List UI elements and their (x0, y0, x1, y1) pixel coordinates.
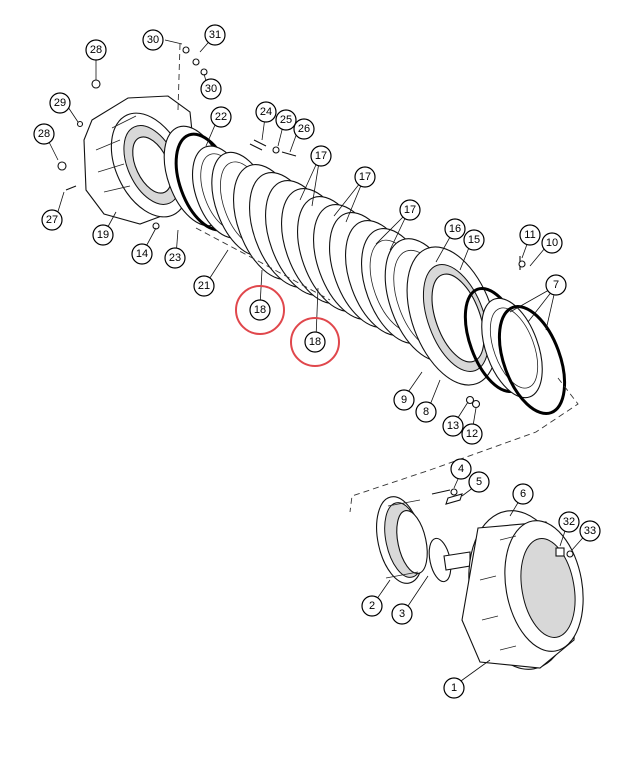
svg-text:25: 25 (280, 114, 292, 126)
callout-10: 10 (541, 232, 563, 254)
callout-24: 24 (255, 101, 277, 123)
svg-text:22: 22 (215, 111, 227, 123)
callout-17: 17 (354, 166, 376, 188)
callout-1: 1 (443, 677, 465, 699)
callout-15: 15 (463, 229, 485, 251)
svg-text:23: 23 (169, 252, 181, 264)
svg-text:11: 11 (524, 229, 535, 241)
callout-23: 23 (164, 247, 186, 269)
carrier-3 (428, 537, 501, 583)
callout-33: 33 (579, 520, 601, 542)
svg-text:12: 12 (466, 428, 478, 440)
svg-text:28: 28 (38, 128, 50, 140)
assembly-path-dash (349, 377, 579, 513)
svg-text:28: 28 (90, 44, 102, 56)
svg-text:8: 8 (423, 406, 429, 418)
callout-17: 17 (310, 145, 332, 167)
housing-19 (83, 95, 197, 225)
svg-text:29: 29 (54, 97, 66, 109)
svg-text:33: 33 (584, 525, 596, 537)
shaft-axis-dash (195, 227, 331, 301)
callout-29: 29 (49, 92, 71, 114)
svg-text:32: 32 (563, 516, 575, 528)
callout-31: 31 (204, 24, 226, 46)
callout-16: 16 (444, 218, 466, 240)
callout-27: 27 (41, 209, 63, 231)
callout-3: 3 (391, 603, 413, 625)
callout-25: 25 (275, 109, 297, 131)
callout-32: 32 (558, 511, 580, 533)
fasteners-right (465, 256, 526, 409)
callout-8: 8 (415, 401, 437, 423)
svg-text:31: 31 (209, 29, 221, 41)
callout-6: 6 (512, 483, 534, 505)
ring-16-15 (384, 238, 498, 386)
svg-text:27: 27 (46, 214, 58, 226)
svg-text:24: 24 (260, 106, 272, 118)
svg-text:4: 4 (458, 463, 464, 475)
svg-text:21: 21 (198, 280, 210, 292)
callout-13: 13 (442, 415, 464, 437)
svg-text:15: 15 (468, 234, 480, 246)
svg-text:30: 30 (205, 83, 217, 95)
svg-text:5: 5 (476, 476, 482, 488)
highlight-c18a (235, 285, 285, 335)
callout-2: 2 (361, 595, 383, 617)
callout-19: 19 (92, 224, 114, 246)
svg-text:18: 18 (309, 336, 321, 348)
callout-4: 4 (450, 458, 472, 480)
svg-text:19: 19 (97, 229, 109, 241)
callout-17: 17 (399, 199, 421, 221)
svg-text:17: 17 (359, 171, 371, 183)
svg-text:9: 9 (401, 394, 407, 406)
ring-gear-2 (376, 496, 428, 584)
svg-text:17: 17 (404, 204, 416, 216)
callout-5: 5 (468, 471, 490, 493)
callout-30: 30 (200, 78, 222, 100)
svg-text:1: 1 (451, 682, 457, 694)
seal-rings-7 (463, 286, 567, 415)
svg-text:17: 17 (315, 150, 327, 162)
svg-text:18: 18 (254, 304, 266, 316)
svg-text:10: 10 (546, 237, 558, 249)
callout-26: 26 (293, 118, 315, 140)
svg-text:14: 14 (136, 248, 148, 260)
highlight-c18b (290, 317, 340, 367)
bolt-4-5 (431, 488, 463, 505)
callout-18: 18 (304, 331, 326, 353)
callout-18: 18 (249, 299, 271, 321)
callout-14: 14 (131, 243, 153, 265)
callout-11: 11 (519, 224, 541, 246)
callout-28: 28 (33, 123, 55, 145)
callout-30: 30 (142, 29, 164, 51)
svg-text:30: 30 (147, 34, 159, 46)
fitting-32-33 (555, 547, 574, 558)
svg-text:13: 13 (447, 420, 459, 432)
svg-text:3: 3 (399, 608, 405, 620)
callout-7: 7 (545, 274, 567, 296)
callout-21: 21 (193, 275, 215, 297)
callout-12: 12 (461, 423, 483, 445)
svg-text:2: 2 (369, 600, 375, 612)
svg-text:7: 7 (553, 279, 559, 291)
callout-28: 28 (85, 39, 107, 61)
svg-text:6: 6 (520, 488, 526, 500)
callout-9: 9 (393, 389, 415, 411)
svg-text:26: 26 (298, 123, 310, 135)
callout-22: 22 (210, 106, 232, 128)
fasteners-top (57, 43, 297, 230)
svg-text:16: 16 (449, 223, 461, 235)
